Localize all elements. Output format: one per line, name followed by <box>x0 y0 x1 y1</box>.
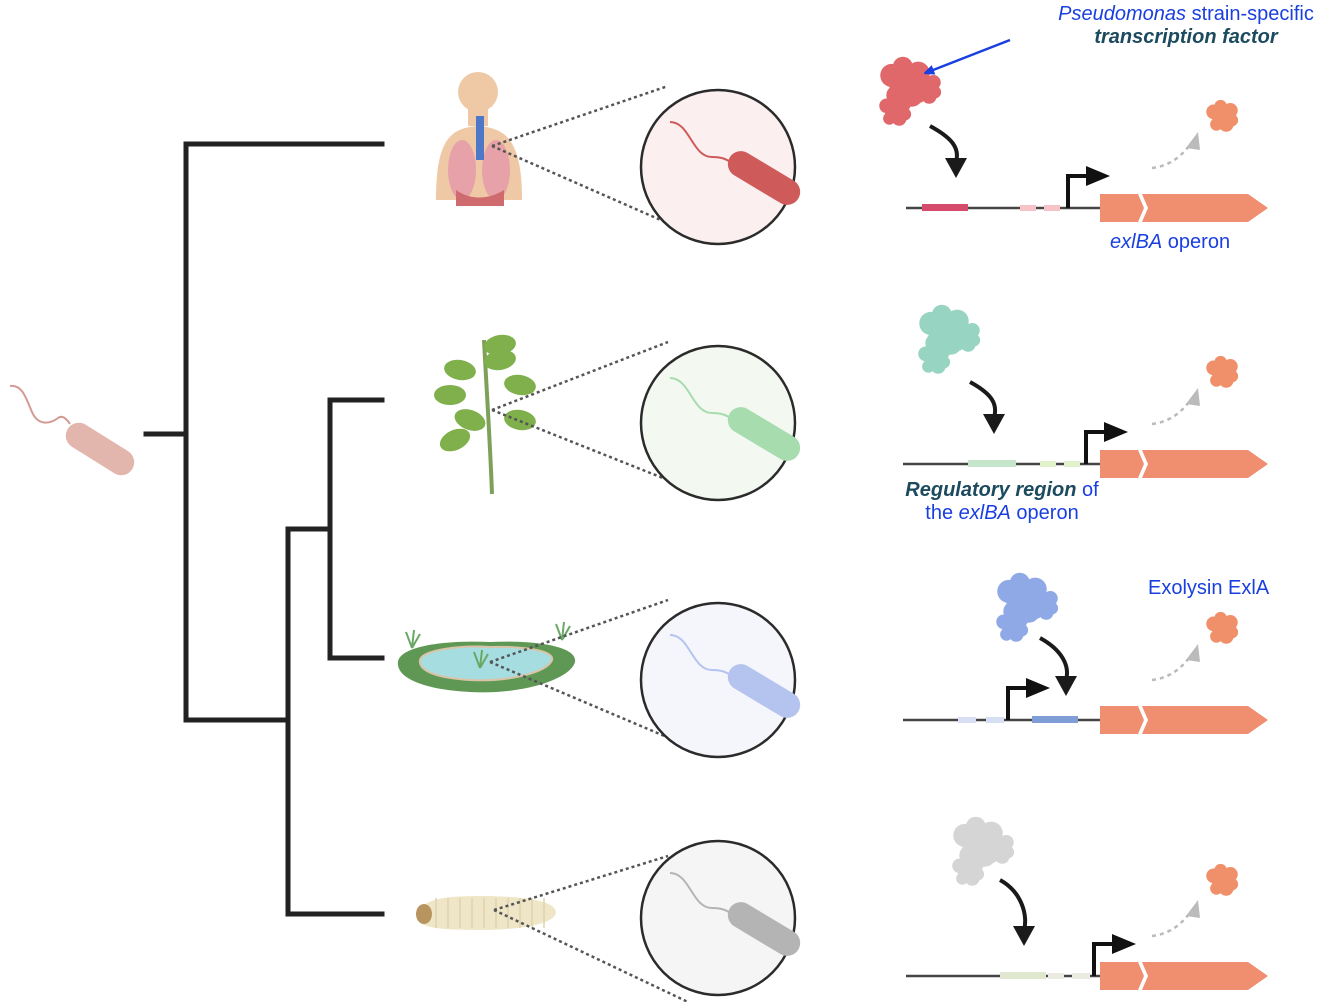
regulation-schematic <box>903 572 1268 734</box>
transcription-factor-icon <box>996 572 1059 642</box>
binding-arrow-icon <box>1039 636 1069 681</box>
bacterium-cell-icon <box>727 407 801 461</box>
row-human-lungs <box>436 56 1268 246</box>
regulatory-region-line-1: Regulatory region of <box>905 479 1099 501</box>
promoter-arrowhead-icon <box>1112 934 1136 954</box>
tf-pointer-arrow <box>928 38 1011 72</box>
pond-icon <box>397 621 576 693</box>
bacterium-cell-icon <box>727 902 801 956</box>
promoter-arrowhead-icon <box>1086 166 1110 186</box>
operon-label: exlBA operon <box>1110 231 1231 253</box>
bacterium-flagellum <box>669 872 733 915</box>
binding-arrow-icon <box>998 878 1028 931</box>
secretion-dashed-arrow <box>1151 141 1194 170</box>
regulation-schematic <box>879 56 1268 222</box>
row-insect-larva <box>416 816 1268 1002</box>
tf-binding-site <box>1032 716 1078 723</box>
binding-arrowhead-icon <box>1013 926 1035 946</box>
exlA-gene <box>1142 706 1268 734</box>
secretion-dashed-arrow <box>1151 909 1194 938</box>
bacterium-flagellum <box>669 121 733 164</box>
tf-binding-site <box>922 204 968 211</box>
promoter-box <box>986 717 1004 723</box>
bacterium-cell-icon <box>727 151 801 205</box>
phylogenetic-tree <box>143 141 385 917</box>
regulatory-region-label: Regulatory region of the exlBA operon <box>882 479 1122 525</box>
promoter-box <box>1040 461 1056 467</box>
zoom-line-top <box>489 598 669 664</box>
binding-arrowhead-icon <box>1055 676 1077 696</box>
magnified-view-circle <box>639 839 797 997</box>
zoom-line-top <box>491 340 669 412</box>
insect-larva-icon <box>416 896 556 930</box>
promoter-box <box>1044 205 1060 211</box>
exolysin-protein-icon <box>1206 355 1239 388</box>
exolysin-protein-icon <box>1206 863 1239 896</box>
exlB-gene <box>1100 706 1144 734</box>
promoter-arrow-icon <box>1092 942 1114 976</box>
magnified-view-circle <box>639 344 797 502</box>
transcription-factor-icon <box>952 816 1015 886</box>
promoter-arrow-icon <box>1006 686 1028 720</box>
exlB-gene <box>1100 450 1144 478</box>
promoter-box <box>1020 205 1036 211</box>
magnified-view-circle <box>639 601 797 759</box>
binding-arrow-icon <box>929 124 959 163</box>
transcription-factor-icon <box>918 304 981 374</box>
regulatory-region-line-2: the exlBA operon <box>925 502 1079 524</box>
bacterium-cell-icon <box>727 664 801 718</box>
exlA-gene <box>1142 962 1268 990</box>
exlA-gene <box>1142 450 1268 478</box>
ancestral-bacterium-icon <box>9 384 135 476</box>
exlB-gene <box>1100 962 1144 990</box>
plant-icon <box>434 334 536 495</box>
secretion-arrowhead <box>1186 388 1200 406</box>
secretion-arrowhead <box>1186 644 1200 662</box>
promoter-arrow-icon <box>1066 174 1088 208</box>
magnified-view-circle <box>639 88 797 246</box>
binding-arrowhead-icon <box>983 414 1005 434</box>
promoter-box <box>1064 461 1080 467</box>
zoom-line-bottom <box>491 408 689 490</box>
secretion-dashed-arrow <box>1151 653 1194 682</box>
promoter-box <box>958 717 976 723</box>
tf-annotation: Pseudomonas strain-specific transcriptio… <box>1030 3 1342 49</box>
secretion-arrowhead <box>1186 900 1200 918</box>
promoter-arrowhead-icon <box>1026 678 1050 698</box>
tf-binding-site <box>968 460 1016 467</box>
human-lungs-icon <box>436 72 522 206</box>
secretion-dashed-arrow <box>1151 397 1194 426</box>
tf-annotation-line-1: Pseudomonas strain-specific <box>1058 3 1314 25</box>
promoter-box <box>1072 973 1090 979</box>
exolysin-protein-icon <box>1206 99 1239 132</box>
promoter-arrowhead-icon <box>1104 422 1128 442</box>
bacterium-flagellum <box>669 377 733 420</box>
tf-binding-site <box>1000 972 1046 979</box>
exlA-gene <box>1142 194 1268 222</box>
exolysin-label: Exolysin ExlA <box>1148 577 1270 599</box>
row-pond <box>397 572 1268 759</box>
exolysin-protein-icon <box>1206 611 1239 644</box>
secretion-arrowhead <box>1186 132 1200 150</box>
binding-arrowhead-icon <box>945 158 967 178</box>
regulation-schematic <box>903 304 1268 478</box>
zoom-line-top <box>493 854 669 912</box>
tf-annotation-line-2: transcription factor <box>1094 26 1278 48</box>
bacterium-flagellum <box>669 634 733 677</box>
zoom-line-top <box>491 84 669 148</box>
row-plant <box>434 304 1268 502</box>
promoter-arrow-icon <box>1084 430 1106 464</box>
promoter-box <box>1048 973 1064 979</box>
transcription-factor-icon <box>879 56 942 126</box>
binding-arrow-icon <box>969 380 998 419</box>
regulation-schematic <box>906 816 1268 990</box>
exlB-gene <box>1100 194 1144 222</box>
